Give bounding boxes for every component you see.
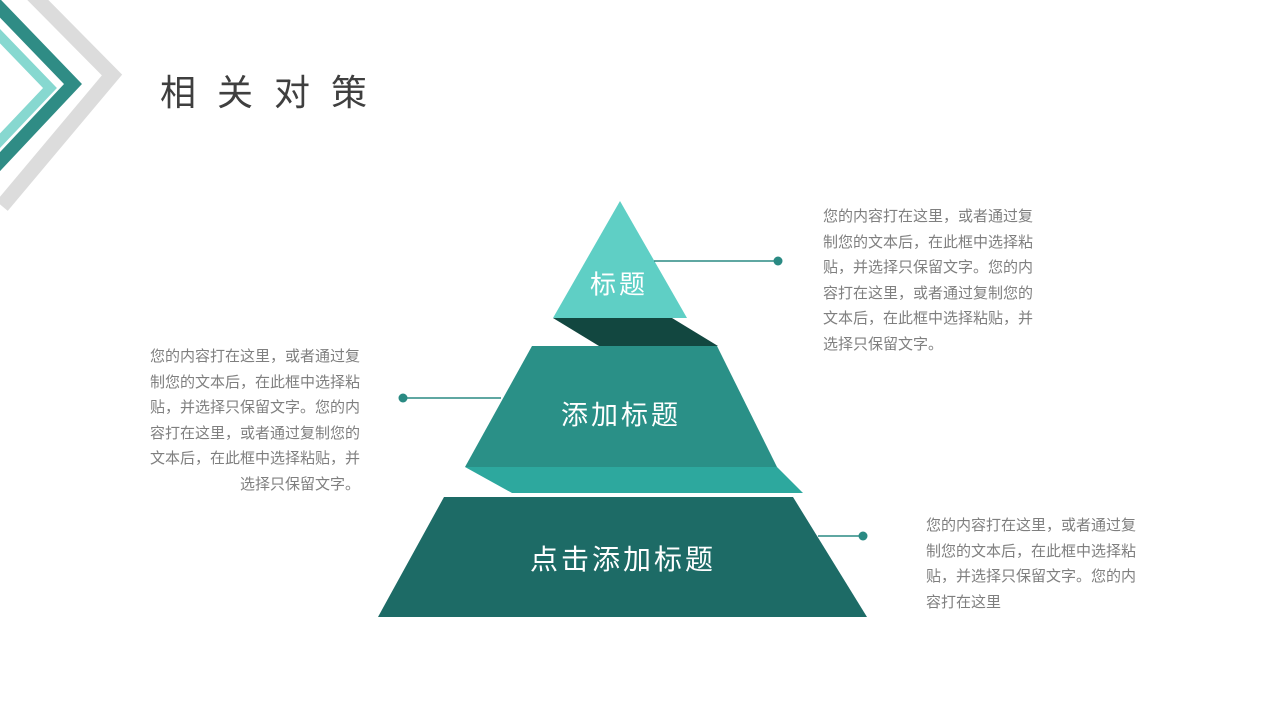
pyramid-tier-middle-label: 添加标题 (561, 400, 681, 431)
pyramid-tier-top-label: 标题 (589, 270, 649, 300)
text-block-left: 您的内容打在这里，或者通过复制您的文本后，在此框中选择粘贴，并选择只保留文字。您… (149, 349, 360, 493)
chevron-gray-icon (0, 0, 123, 211)
text-block-top-right: 您的内容打在这里，或者通过复制您的文本后，在此框中选择粘贴，并选择只保留文字。您… (823, 209, 1034, 353)
pyramid-tier-bottom-label: 点击添加标题 (529, 545, 717, 576)
chevron-light-teal-icon (0, 29, 57, 148)
chevron-dark-teal-icon (0, 0, 82, 172)
connector-dot-top (773, 256, 783, 266)
pyramid-tier-bottom-shape (378, 497, 867, 617)
pyramid-tier-top-shape (553, 201, 687, 318)
pyramid-tier-top-shadow-shape (553, 318, 718, 346)
page-title: 相 关 对 策 (160, 73, 374, 113)
text-block-bottom-right: 您的内容打在这里，或者通过复制您的文本后，在此框中选择粘贴，并选择只保留文字。您… (926, 518, 1137, 611)
connector-dot-bottom (858, 531, 868, 541)
connector-dot-middle (398, 393, 408, 403)
pyramid-tier-middle-shape (465, 346, 777, 467)
pyramid-tier-middle-strip-shape (465, 467, 803, 493)
